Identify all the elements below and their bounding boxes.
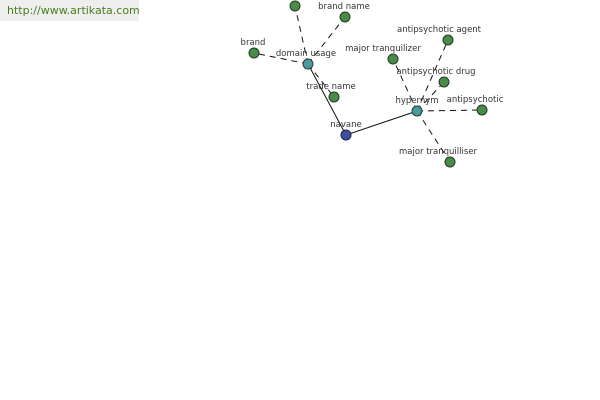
node-domain-usage[interactable] [302,58,314,70]
url-banner: http://www.artikata.com [0,0,139,21]
node-hypernym[interactable] [411,105,423,117]
edge-navane-to-hypernym [345,110,418,136]
node-top[interactable] [289,0,301,12]
edge-domain-usage-to-brand-name [307,16,346,65]
edge-domain-usage-to-trade-name [307,63,335,98]
edges-layer [253,5,483,163]
node-navane[interactable] [340,129,352,141]
node-label-domain-usage[interactable]: domain usage [276,49,336,59]
node-label-antipsychotic-agent[interactable]: antipsychotic agent [397,25,482,35]
site-link[interactable]: http://www.artikata.com [7,4,139,17]
node-trade-name[interactable] [328,91,340,103]
edge-hypernym-to-antipsychotic-agent [416,39,449,112]
node-label-brand-name[interactable]: brand name [318,2,370,12]
labels-layer: navane domain usage hypernym brand name bran… [241,2,504,157]
node-label-antipsychotic-drug[interactable]: antipsychotic drug [396,67,475,77]
node-label-antipsychotic[interactable]: antipsychotic [447,95,504,105]
node-antipsychotic[interactable] [476,104,488,116]
edge-hypernym-to-major-tranquilizer [392,58,418,112]
edge-domain-usage-to-top [294,5,309,65]
node-label-brand[interactable]: brand [241,38,266,48]
node-brand-name[interactable] [339,11,351,23]
node-label-trade-name[interactable]: trade name [306,82,355,92]
node-major-tranquilizer[interactable] [387,53,399,65]
node-label-major-tranquilizer[interactable]: major tranquilizer [345,44,421,54]
node-label-hypernym[interactable]: hypernym [395,96,438,106]
node-label-navane[interactable]: navane [330,120,361,130]
edge-hypernym-to-antipsychotic [416,109,483,112]
edge-domain-usage-to-brand [253,52,309,65]
node-brand[interactable] [248,47,260,59]
node-label-major-tranquilliser[interactable]: major tranquilliser [399,147,478,157]
edge-navane-to-domain-usage [307,63,347,136]
node-major-tranquilliser[interactable] [444,156,456,168]
node-antipsychotic-drug[interactable] [438,76,450,88]
node-antipsychotic-agent[interactable] [442,34,454,46]
nodes-layer [248,0,488,168]
edge-hypernym-to-antipsychotic-drug [416,81,445,112]
